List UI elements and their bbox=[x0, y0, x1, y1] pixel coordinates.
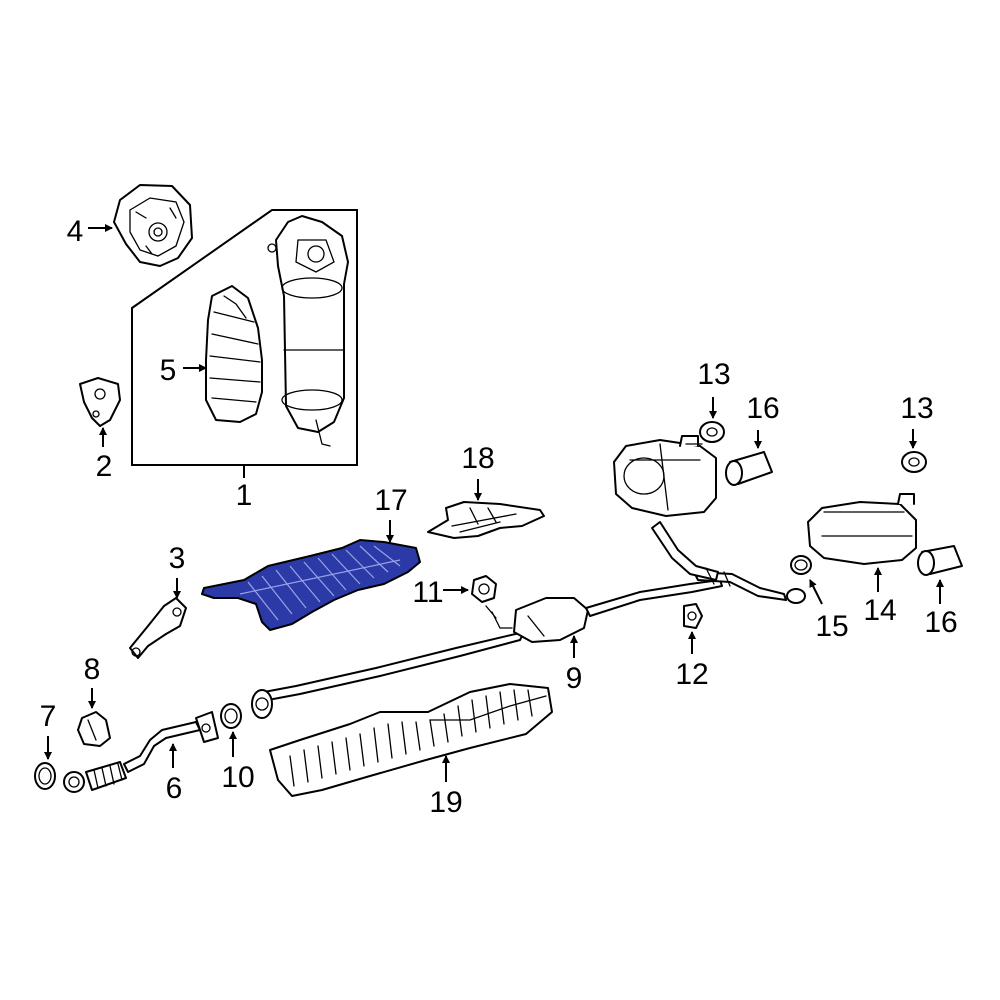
part-19-heat-shield[interactable] bbox=[269, 683, 553, 797]
callout-15: 15 bbox=[815, 610, 848, 643]
callout-19: 19 bbox=[429, 786, 462, 819]
callout-7: 7 bbox=[40, 700, 57, 733]
part-10-gasket[interactable] bbox=[220, 703, 242, 729]
part-16-tip-right[interactable] bbox=[917, 545, 963, 576]
callout-4: 4 bbox=[67, 215, 84, 248]
part-13-hanger-right[interactable] bbox=[901, 451, 927, 473]
part-12-hanger[interactable] bbox=[683, 603, 703, 629]
part-2-bracket[interactable] bbox=[79, 377, 121, 427]
callout-14: 14 bbox=[863, 594, 896, 627]
part-14-muffler[interactable] bbox=[807, 493, 917, 565]
part-16-tip-left[interactable] bbox=[725, 451, 773, 486]
part-15-gasket[interactable] bbox=[790, 555, 812, 575]
callout-13-right: 13 bbox=[900, 392, 933, 425]
part-7-gasket[interactable] bbox=[34, 762, 56, 790]
left-muffler[interactable] bbox=[613, 435, 717, 517]
callout-5: 5 bbox=[160, 354, 177, 387]
part-6-front-pipe[interactable] bbox=[63, 711, 219, 793]
callout-16-left: 16 bbox=[746, 392, 779, 425]
callout-6: 6 bbox=[166, 772, 183, 805]
callout-pointers bbox=[44, 224, 944, 782]
y-pipe[interactable] bbox=[651, 521, 806, 604]
part-18-heat-plate[interactable] bbox=[427, 501, 545, 539]
part-8-hanger[interactable] bbox=[77, 711, 111, 747]
part-13-hanger-left[interactable] bbox=[699, 421, 725, 443]
part-9-center-pipe[interactable] bbox=[251, 579, 723, 719]
callout-13-left: 13 bbox=[697, 358, 730, 391]
callout-9: 9 bbox=[566, 662, 583, 695]
part-17-heat-shield-highlighted[interactable] bbox=[201, 539, 421, 631]
callout-10: 10 bbox=[221, 761, 254, 794]
callout-12: 12 bbox=[675, 658, 708, 691]
callout-16-right: 16 bbox=[924, 606, 957, 639]
callout-1: 1 bbox=[236, 479, 253, 512]
callout-18: 18 bbox=[461, 442, 494, 475]
callout-2: 2 bbox=[96, 450, 113, 483]
callout-11: 11 bbox=[412, 576, 443, 609]
callout-8: 8 bbox=[84, 653, 101, 686]
part-11-hanger-rubber[interactable] bbox=[471, 575, 497, 603]
part-3-bracket[interactable] bbox=[129, 597, 187, 659]
part-5-heat-shield[interactable] bbox=[205, 285, 263, 423]
part-4-mount[interactable] bbox=[113, 184, 193, 267]
catalytic-converter[interactable] bbox=[267, 215, 349, 447]
callout-3: 3 bbox=[169, 542, 186, 575]
callout-17: 17 bbox=[374, 484, 407, 517]
assembly-box-1 bbox=[131, 209, 358, 466]
